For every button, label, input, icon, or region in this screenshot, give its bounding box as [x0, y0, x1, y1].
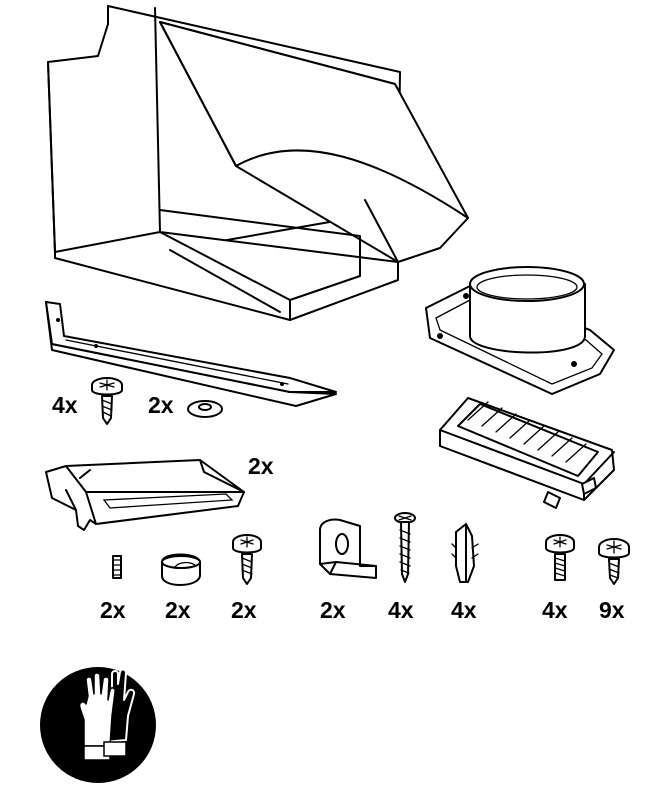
tapping-screw [598, 538, 630, 585]
qty-wood-screws: 4x [388, 597, 414, 623]
qty-bracket-washers: 2x [148, 392, 174, 418]
wear-gloves-sign [40, 667, 156, 783]
grommet [161, 553, 201, 586]
washer [187, 400, 223, 418]
qty-tapping-screws: 9x [599, 597, 625, 623]
qty-wall-plugs: 4x [451, 597, 477, 623]
qty-grommet: 2x [165, 597, 191, 623]
qty-small-pin: 2x [100, 597, 126, 623]
machine-screw [545, 534, 575, 581]
clip-screw [232, 534, 262, 585]
small-pin [112, 555, 122, 579]
mounting-rail [45, 301, 337, 407]
qty-clip-screws: 2x [231, 597, 257, 623]
gloves-icon [78, 668, 136, 761]
duct-adaptor [425, 266, 615, 395]
qty-angle-brackets: 2x [320, 597, 346, 623]
hood-casing [47, 5, 469, 321]
wall-plug [451, 523, 479, 583]
wood-screw [394, 512, 416, 583]
qty-clip: 2x [248, 453, 274, 479]
qty-bracket-screws: 4x [52, 392, 78, 418]
grease-filter [439, 397, 615, 509]
bracket-screw [91, 377, 123, 425]
angle-bracket [319, 518, 377, 579]
clip-bracket [45, 459, 245, 531]
qty-machine-screws: 4x [542, 597, 568, 623]
